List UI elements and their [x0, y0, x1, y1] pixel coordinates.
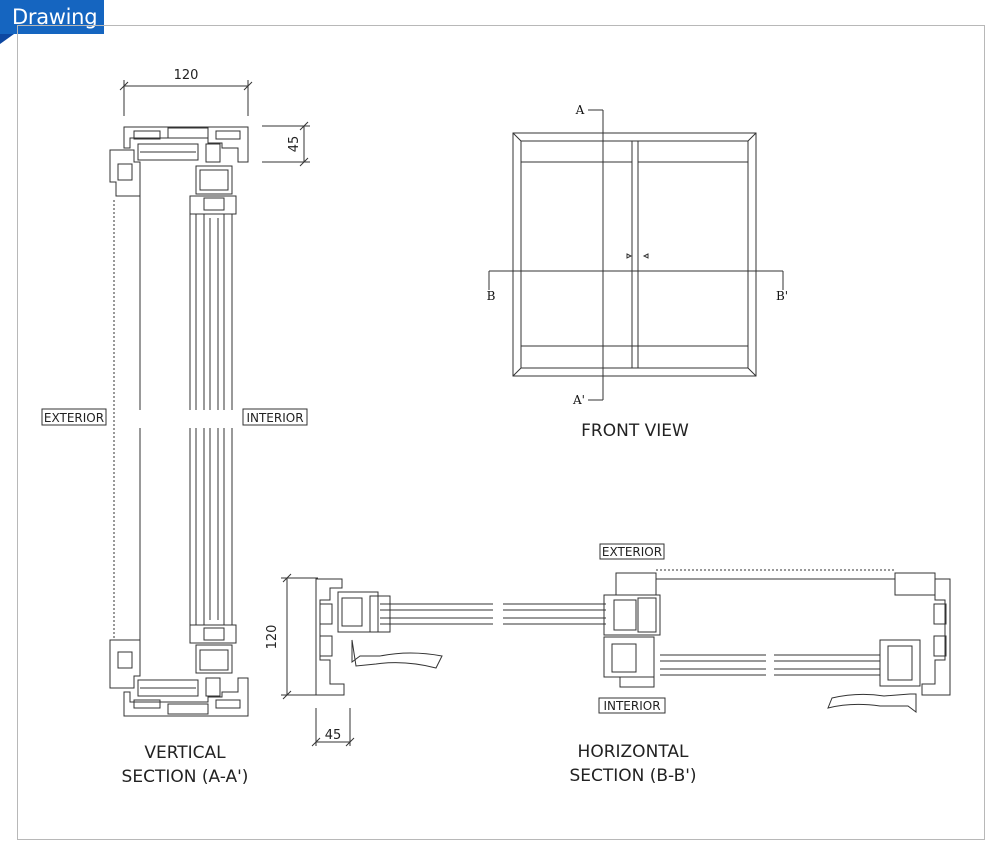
horizontal-interior-box	[598, 697, 666, 714]
horizontal-width-value: 45	[325, 728, 342, 743]
vertical-exterior-label: EXTERIOR	[44, 411, 104, 425]
horizontal-height-dimension	[281, 573, 318, 700]
horizontal-caption-line2: SECTION (B-B')	[569, 766, 696, 786]
vertical-width-value: 120	[174, 68, 199, 83]
sill-profile	[109, 624, 249, 717]
head-profile	[109, 126, 249, 215]
tab-fold-corner	[0, 34, 14, 44]
horizontal-interior-label: INTERIOR	[603, 699, 660, 713]
horizontal-width-dimension	[311, 708, 355, 747]
section-line-b	[488, 270, 784, 290]
exterior-label-box	[41, 408, 107, 426]
mark-b-prime: B'	[776, 289, 788, 303]
section-line-a	[588, 109, 604, 401]
center-meeting-stile	[603, 572, 661, 688]
left-handle	[351, 639, 443, 669]
horizontal-caption-line1: HORIZONTAL	[578, 742, 689, 762]
vertical-interior-label: INTERIOR	[246, 411, 303, 425]
horizontal-exterior-box	[599, 543, 665, 560]
mark-b: B	[487, 289, 496, 303]
vertical-section	[41, 80, 310, 717]
right-sash-glazing	[660, 654, 880, 676]
right-handle	[827, 693, 917, 713]
vertical-caption-line2: SECTION (A-A')	[122, 767, 249, 787]
mark-a: A	[575, 103, 585, 117]
left-latch-mark	[626, 253, 633, 259]
horizontal-exterior-label: EXTERIOR	[602, 545, 662, 559]
drawing-frame	[17, 25, 985, 840]
left-jamb-profile	[315, 578, 443, 696]
front-view	[488, 109, 784, 401]
interior-label-box	[242, 408, 308, 426]
vertical-height-dimension	[262, 121, 310, 167]
vertical-height-value: 45	[287, 136, 302, 153]
right-latch-mark	[642, 253, 649, 259]
mark-a-prime: A'	[572, 393, 585, 407]
window-inner-frame	[520, 140, 749, 369]
window-outer-frame	[512, 132, 757, 377]
vertical-width-dimension	[119, 80, 253, 116]
vertical-caption-line1: VERTICAL	[144, 743, 226, 763]
horizontal-section	[281, 543, 951, 747]
horizontal-height-value: 120	[265, 625, 280, 650]
right-jamb-profile	[827, 572, 951, 713]
vertical-glazing	[113, 196, 233, 640]
front-view-caption: FRONT VIEW	[581, 421, 689, 441]
left-sash-glazing	[380, 603, 606, 625]
